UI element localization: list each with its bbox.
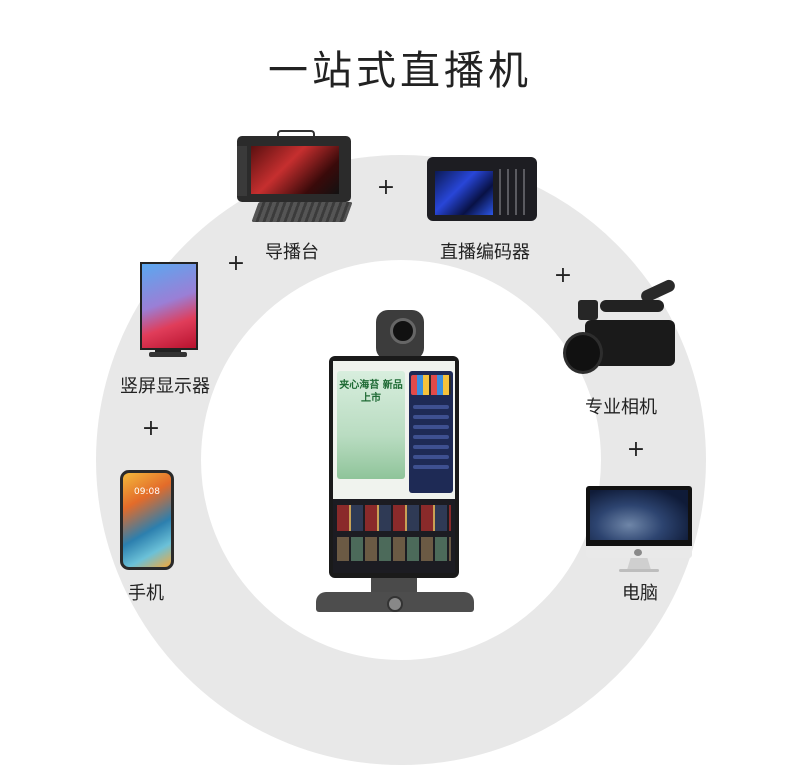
camera-label: 专业相机: [585, 397, 657, 418]
kiosk-knob-icon: [387, 596, 403, 612]
plus-icon: +: [626, 437, 646, 462]
plus-icon: +: [376, 175, 396, 200]
encoder-label: 直播编码器: [440, 242, 530, 263]
side-row: [413, 465, 449, 469]
camera-lens-icon: [390, 318, 416, 344]
phone-image: 09:08: [120, 470, 174, 570]
kiosk-thumbnails: [337, 537, 451, 561]
computer-label: 电脑: [622, 583, 658, 604]
encoder-controls: [499, 169, 531, 215]
plus-icon: +: [141, 416, 161, 441]
switcher-label: 导播台: [265, 242, 319, 263]
kiosk-screen: 夹心海苔 新品上市: [333, 361, 455, 573]
monitor-image: [140, 262, 198, 350]
encoder-multiview: [435, 171, 493, 215]
kiosk-pole: [371, 578, 417, 596]
side-row: [413, 455, 449, 459]
monitor-stand: [155, 348, 181, 352]
camera-lens: [563, 332, 603, 374]
computer-screen: [590, 490, 688, 540]
computer-stand: [627, 558, 651, 570]
switcher-keyboard: [251, 202, 353, 222]
side-row: [413, 415, 449, 419]
side-row: [413, 425, 449, 429]
phone-label: 手机: [128, 583, 164, 604]
kiosk-thumbnails-panel: [333, 499, 455, 573]
page-title: 一站式直播机: [268, 48, 532, 94]
kiosk-thumbnails: [337, 505, 451, 531]
kiosk-app-icons: [411, 375, 451, 395]
handle-decor: [277, 130, 315, 140]
kiosk-banner: [337, 371, 405, 479]
computer-image: [586, 486, 692, 552]
encoder-image: [427, 157, 537, 221]
phone-time: 09:08: [134, 487, 160, 497]
side-row: [413, 405, 449, 409]
plus-icon: +: [553, 263, 573, 288]
switcher-screen: [251, 146, 339, 194]
monitor-label: 竖屏显示器: [120, 376, 210, 397]
apple-logo-icon: [634, 549, 642, 556]
switcher-side: [237, 146, 247, 196]
camera-handle: [600, 300, 664, 312]
monitor-base: [149, 352, 187, 357]
computer-foot: [619, 569, 659, 572]
side-row: [413, 435, 449, 439]
side-row: [413, 445, 449, 449]
plus-icon: +: [226, 251, 246, 276]
kiosk-banner-text: 夹心海苔 新品上市: [339, 380, 403, 404]
switcher-image: [237, 130, 353, 226]
camera-viewfinder: [578, 300, 598, 320]
